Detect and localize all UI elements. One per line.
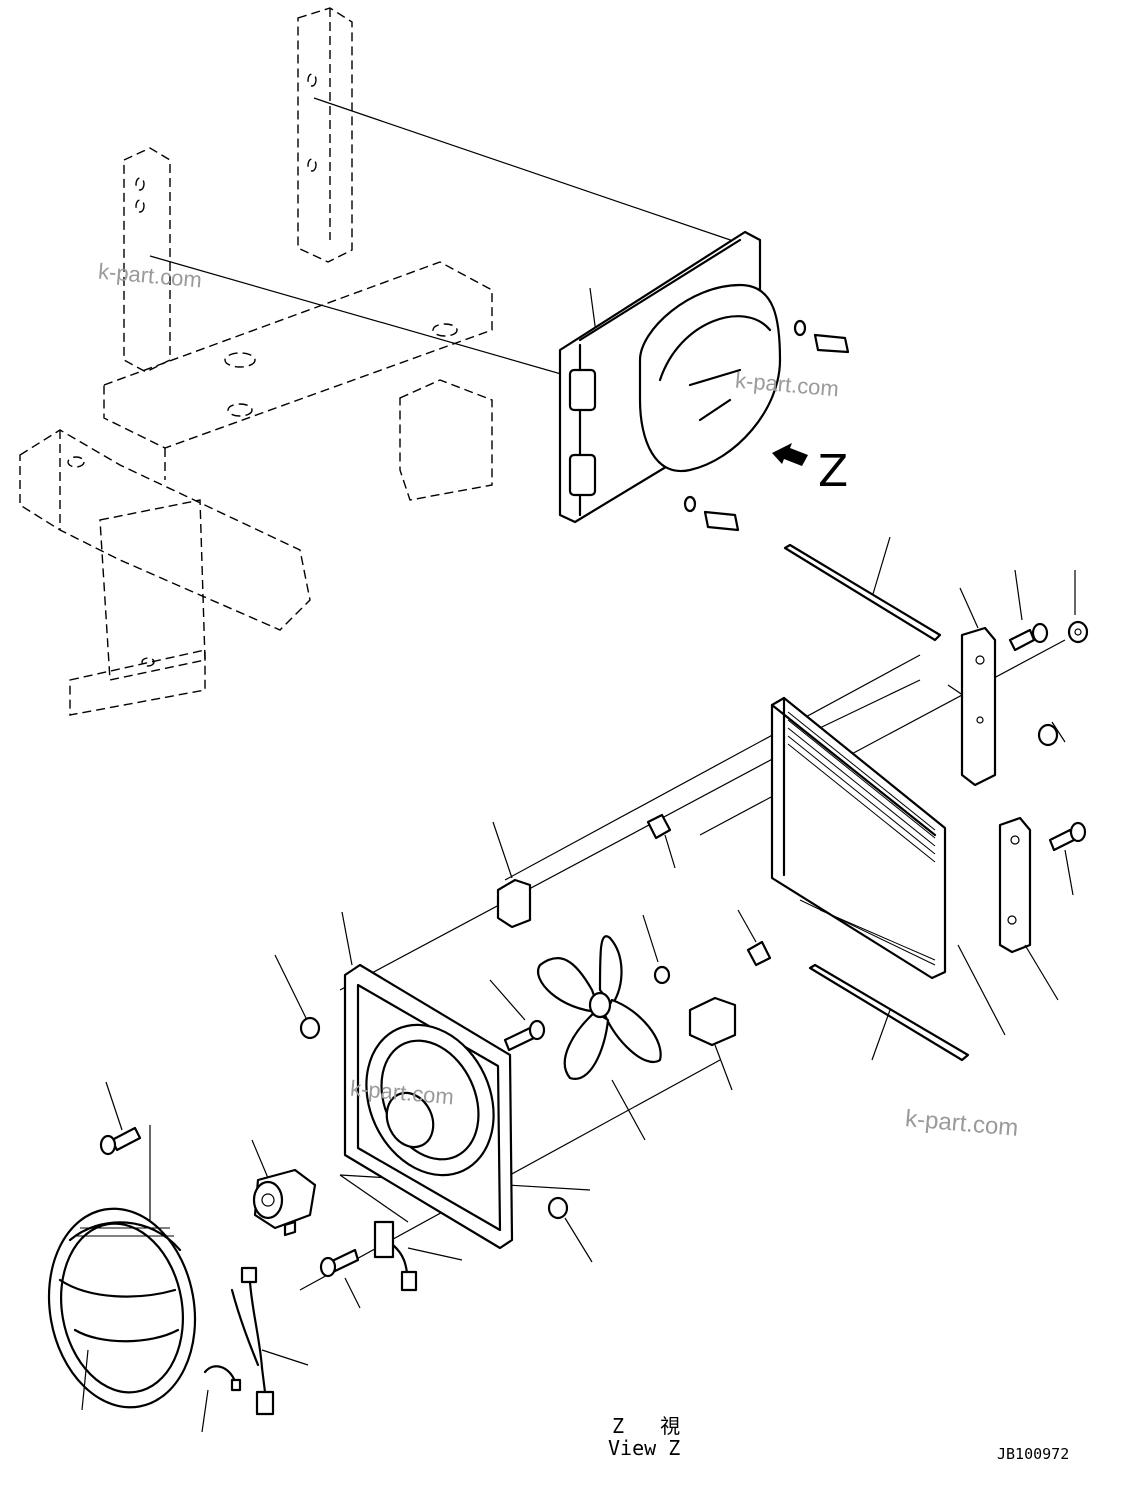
fan-blade: [537, 935, 662, 1141]
upper-seal-strip: [783, 536, 942, 642]
view-caption-en: View Z: [608, 1436, 681, 1460]
right-bracket-upper: [959, 587, 997, 787]
right-bracket-lower: [998, 816, 1059, 1001]
shroud-bolt-top: [489, 979, 546, 1052]
bolt-mid-right: [1048, 821, 1087, 896]
bolt-top-right: [1008, 569, 1049, 652]
rubber-mount-lower: [737, 909, 772, 967]
shroud-nut-bottom: [547, 1196, 593, 1263]
guard-bolt: [99, 1081, 142, 1156]
fan-motor: [251, 1139, 317, 1237]
resistor-connector: [373, 1220, 463, 1292]
motor-bolt: [319, 1248, 361, 1309]
blade-nut: [642, 914, 671, 985]
shroud-nut-left: [274, 954, 321, 1040]
wiring-harness: [230, 1266, 309, 1416]
rubber-mount-upper: [646, 813, 676, 869]
fan-shroud: [341, 911, 514, 1250]
nut-mid-right: [1037, 721, 1066, 747]
clip-upper: [492, 821, 532, 929]
frame-assembly: [19, 7, 493, 716]
view-caption-jp: Z 視: [612, 1414, 681, 1438]
assembled-condenser-unit: [558, 230, 850, 532]
condenser-core: [770, 696, 1006, 1036]
lower-seal-strip: [808, 963, 970, 1062]
view-z-arrow-icon: [772, 443, 808, 466]
drawing-number: JB100972: [997, 1445, 1070, 1463]
fan-guard: [47, 1207, 197, 1411]
view-arrow-label: Z: [818, 446, 849, 497]
clip-lower: [688, 996, 737, 1091]
hose-clamp: [201, 1365, 242, 1433]
nut-top-right: [1067, 570, 1089, 644]
